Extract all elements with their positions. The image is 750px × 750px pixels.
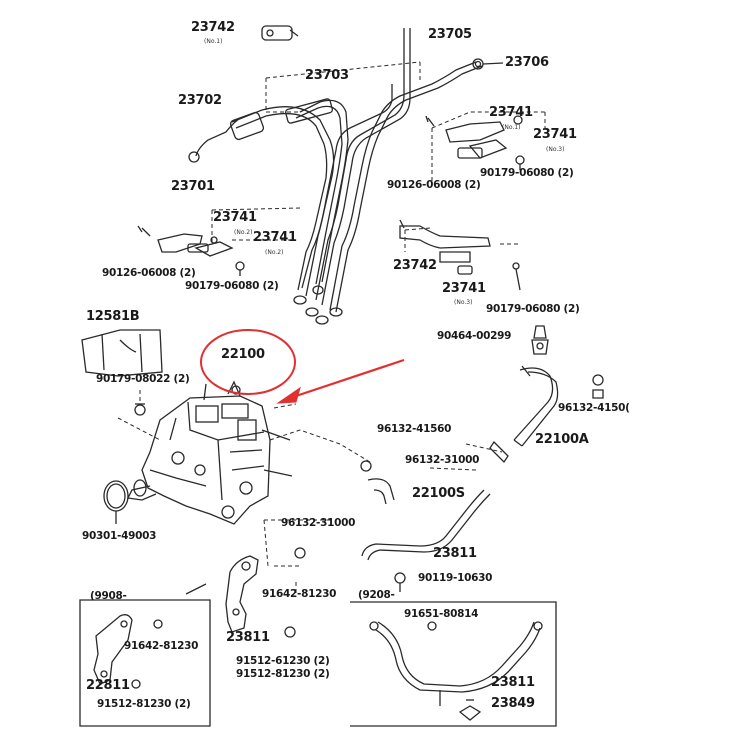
reference-lines-pump	[117, 390, 503, 596]
callout-23742-mid: 23742	[393, 258, 437, 273]
callout-23741-l1: 23741	[213, 210, 257, 225]
callout-96132-31000-a: 96132-31000	[405, 454, 480, 466]
callout-23811-a: 23811	[433, 546, 477, 561]
callout-23705: 23705	[428, 27, 472, 42]
clamp-group-mid	[399, 219, 521, 291]
callout-23706: 23706	[505, 55, 549, 70]
callout-90126-06008-right: 90126-06008 (2)	[387, 179, 481, 191]
callout-91642-81230-b: 91642-81230	[124, 640, 199, 652]
callout-23702: 23702	[178, 93, 222, 108]
note-no2-l2: (No.2)	[265, 249, 284, 256]
callout-90301-49003: 90301-49003	[82, 530, 157, 542]
callout-9908-effective: (9908-	[90, 590, 127, 602]
note-no1-r: (No.1)	[502, 124, 521, 131]
clamp-group-left	[137, 225, 245, 276]
pipe-23811-main	[361, 489, 491, 592]
callout-23741-mid: 23741	[442, 281, 486, 296]
callout-22100: 22100	[221, 347, 265, 362]
note-no3-r: (No.3)	[546, 146, 565, 153]
note-no1-top: (No.1)	[204, 38, 223, 45]
callout-22100s: 22100S	[412, 486, 465, 501]
fitting-90464	[531, 325, 549, 355]
callout-12581b: 12581B	[86, 309, 140, 324]
callout-96132-31000-b: 96132-31000	[281, 517, 356, 529]
inset-box-right	[350, 601, 557, 727]
hose-22100a	[513, 365, 604, 447]
bracket-12581b	[81, 329, 163, 416]
callout-22811: 22811	[86, 678, 130, 693]
reference-lines-top	[211, 61, 546, 252]
callout-23849: 23849	[491, 696, 535, 711]
callout-90179-06080-mid: 90179-06080 (2)	[486, 303, 580, 315]
callout-22100a: 22100A	[535, 432, 589, 447]
callout-91512-61230: 91512-61230 (2)	[236, 655, 330, 667]
callout-91651-80814: 91651-80814	[404, 608, 479, 620]
callout-23742-top: 23742	[191, 20, 235, 35]
callout-23811-b: 23811	[226, 630, 270, 645]
callout-90179-06080-left: 90179-06080 (2)	[185, 280, 279, 292]
callout-23701: 23701	[171, 179, 215, 194]
highlight-annotation	[200, 329, 405, 404]
callout-90179-06080-right: 90179-06080 (2)	[480, 167, 574, 179]
callout-9208-effective: (9208-	[358, 589, 395, 601]
callout-90179-08022: 90179-08022 (2)	[96, 373, 190, 385]
callout-96132-4150-right: 96132-4150(	[558, 402, 630, 414]
injection-pipe-bundle	[188, 25, 504, 325]
note-no3-mid: (No.3)	[454, 299, 473, 306]
callout-91642-81230-a: 91642-81230	[262, 588, 337, 600]
callout-90119-10630: 90119-10630	[418, 572, 493, 584]
callout-23703: 23703	[305, 68, 349, 83]
clamp-group-right	[425, 115, 525, 170]
callout-90126-06008-left: 90126-06008 (2)	[102, 267, 196, 279]
callout-91512-81230-b: 91512-81230 (2)	[97, 698, 191, 710]
callout-23811-c: 23811	[491, 675, 535, 690]
callout-23741-r2: 23741	[533, 127, 577, 142]
o-ring-90301	[103, 480, 129, 524]
pipe-bracket-23811	[185, 547, 306, 638]
callout-96132-41560: 96132-41560	[377, 423, 452, 435]
callout-23741-r1: 23741	[489, 105, 533, 120]
callout-90464-00299: 90464-00299	[437, 330, 512, 342]
callout-91512-81230: 91512-81230 (2)	[236, 668, 330, 680]
hose-22100s	[360, 440, 509, 505]
callout-23741-l2: 23741	[253, 230, 297, 245]
injection-pump	[127, 380, 293, 525]
note-no2-l1: (No.2)	[234, 229, 253, 236]
inset-box-left	[79, 599, 211, 727]
